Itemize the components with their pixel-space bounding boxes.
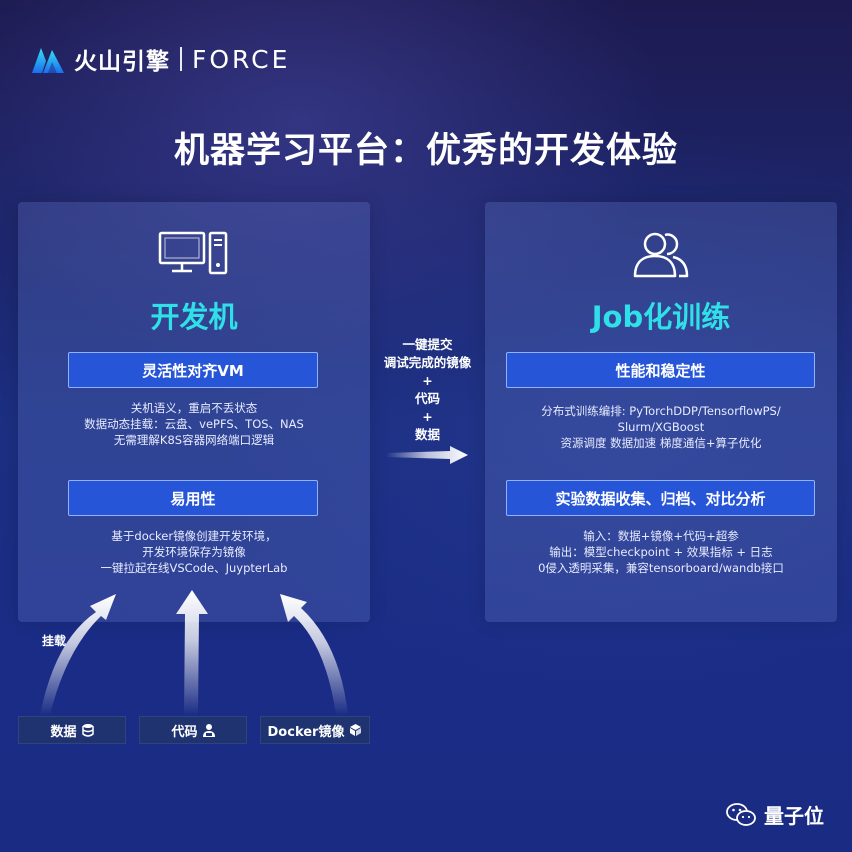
experiment-description: 输入：数据+镜像+代码+超参 输出：模型checkpoint + 效果指标 + … [485, 528, 837, 576]
usability-description: 基于docker镜像创建开发环境， 开发环境保存为镜像 一键拉起在线VSCode… [18, 528, 370, 576]
brand-name-cn: 火山引擎 [74, 49, 170, 75]
flexibility-description: 关机语义，重启不丢状态 数据动态挂载：云盘、vePFS、TOS、NAS 无需理解… [18, 400, 370, 448]
submit-arrow-icon [386, 446, 468, 464]
submit-line-6: 数据 [414, 427, 440, 442]
docker-image-source-label: Docker镜像 [267, 724, 345, 740]
job-training-panel: Job化训练 性能和稳定性 分布式训练编排: PyTorchDDP/Tensor… [485, 202, 837, 622]
docker-mount-arrow-icon [280, 594, 348, 715]
cube-icon [350, 724, 362, 736]
wechat-icon [726, 802, 756, 826]
docker-image-source-button[interactable]: Docker镜像 [260, 716, 370, 744]
experiment-line-2: 输出：模型checkpoint + 效果指标 + 日志 [549, 545, 773, 559]
usability-line-1: 基于docker镜像创建开发环境， [111, 529, 277, 543]
database-icon [81, 724, 94, 737]
page-title: 机器学习平台：优秀的开发体验 [173, 131, 678, 171]
code-mount-arrow-icon [176, 590, 208, 715]
dev-machine-title: 开发机 [150, 300, 238, 334]
developer-icon [202, 724, 215, 737]
performance-description: 分布式训练编排: PyTorchDDP/TensorflowPS/ Slurm/… [485, 403, 837, 451]
submit-description: 一键提交 调试完成的镜像 + 代码 + 数据 [370, 336, 485, 444]
performance-stability-button[interactable]: 性能和稳定性 [506, 352, 815, 388]
submit-line-3: + [422, 373, 433, 388]
data-mount-arrow-icon [40, 594, 116, 715]
experiment-line-3: 0侵入透明采集，兼容tensorboard/wandb接口 [538, 561, 784, 575]
flexibility-line-3: 无需理解K8S容器网络端口逻辑 [113, 433, 275, 447]
performance-line-2: Slurm/XGBoost [617, 420, 705, 434]
code-source-button[interactable]: 代码 [139, 716, 247, 744]
performance-line-1: 分布式训练编排: PyTorchDDP/TensorflowPS/ [541, 404, 781, 418]
submit-line-2: 调试完成的镜像 [383, 355, 472, 370]
volcano-logo-icon [32, 48, 64, 73]
experiment-line-1: 输入：数据+镜像+代码+超参 [583, 529, 739, 543]
mount-label: 挂载 [42, 634, 67, 648]
watermark-label: 量子位 [764, 804, 824, 828]
data-source-label: 数据 [50, 724, 77, 740]
mount-arrows [40, 590, 348, 715]
job-training-title: Job化训练 [591, 300, 731, 334]
brand-divider [180, 47, 182, 71]
flexibility-line-2: 数据动态挂载：云盘、vePFS、TOS、NAS [84, 417, 304, 431]
performance-line-3: 资源调度 数据加速 梯度通信+算子优化 [560, 436, 762, 450]
brand-name-en: FORCE [192, 44, 291, 74]
usability-line-2: 开发环境保存为镜像 [142, 545, 246, 559]
usability-button[interactable]: 易用性 [68, 480, 318, 516]
data-source-button[interactable]: 数据 [18, 716, 126, 744]
computer-icon [158, 231, 228, 275]
brand-logo: 火山引擎 FORCE [30, 42, 290, 76]
dev-machine-panel: 开发机 灵活性对齐VM 关机语义，重启不丢状态 数据动态挂载：云盘、vePFS、… [18, 202, 370, 622]
experiment-data-button[interactable]: 实验数据收集、归档、对比分析 [506, 480, 815, 516]
watermark: 量子位 [726, 800, 824, 829]
usability-line-3: 一键拉起在线VSCode、JuypterLab [100, 561, 288, 575]
submit-line-5: + [422, 409, 433, 424]
flexibility-vm-button[interactable]: 灵活性对齐VM [68, 352, 318, 388]
code-source-label: 代码 [171, 724, 198, 740]
submit-line-1: 一键提交 [402, 337, 453, 352]
flexibility-line-1: 关机语义，重启不丢状态 [130, 401, 258, 415]
users-icon [633, 232, 689, 278]
submit-line-4: 代码 [414, 391, 440, 406]
